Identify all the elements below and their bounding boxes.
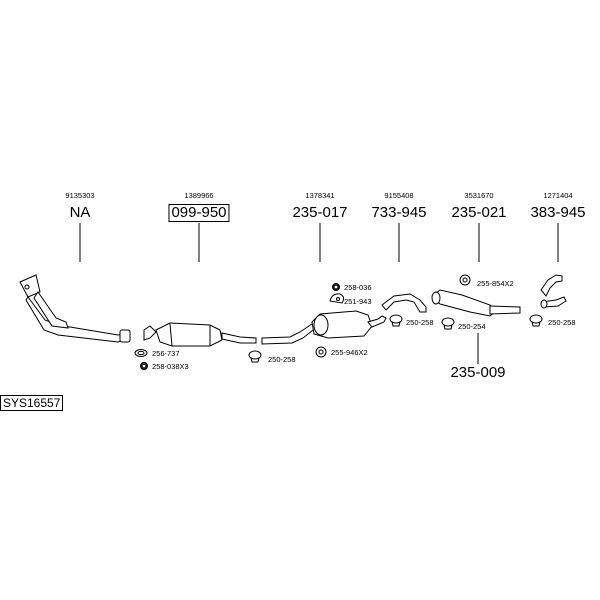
part-number-label[interactable]: 235-017	[292, 204, 348, 221]
oem-number: 1271404	[543, 191, 573, 200]
rubber-hanger-icon	[459, 274, 471, 286]
oem-number: 3531670	[464, 191, 494, 200]
fitting-label[interactable]: 250-254	[458, 322, 486, 331]
fitting-label[interactable]: 258-036	[344, 283, 372, 292]
part-number-label[interactable]: 235-021	[451, 204, 507, 221]
fitting-label[interactable]: 250-258	[268, 355, 296, 364]
fitting-label[interactable]: 255-854X2	[477, 279, 514, 288]
fitting-label[interactable]: 256-737	[152, 349, 180, 358]
system-id-label: SYS16557	[0, 395, 64, 411]
clamp-icon	[389, 314, 403, 327]
oem-number: 9135303	[65, 191, 95, 200]
part-number-label[interactable]: 235-009	[450, 364, 506, 381]
part-number-label[interactable]: 383-945	[530, 204, 586, 221]
oem-number: 9155408	[384, 191, 414, 200]
middle-silencer-drawing	[261, 310, 387, 345]
intermediate-pipe-drawing	[381, 293, 427, 313]
fitting-label[interactable]: 258-038X3	[152, 362, 189, 371]
part-number-label[interactable]: 733-945	[371, 204, 427, 221]
tail-pipe-drawing	[540, 274, 567, 309]
nut-icon	[332, 283, 340, 291]
oem-number: 1389966	[184, 191, 214, 200]
nut-icon	[140, 362, 148, 370]
bracket-icon	[329, 293, 345, 304]
fitting-label[interactable]: 255-946X2	[331, 348, 368, 357]
fitting-label[interactable]: 250-258	[406, 318, 434, 327]
rear-silencer-drawing	[431, 289, 521, 317]
part-number-label[interactable]: NA	[69, 204, 91, 221]
oem-number: 1378341	[305, 191, 335, 200]
gasket-ring-icon	[134, 349, 148, 357]
part-number-label-selected[interactable]: 099-950	[168, 204, 230, 222]
fitting-label[interactable]: 251-943	[344, 297, 372, 306]
fitting-label[interactable]: 250-258	[548, 318, 576, 327]
rubber-hanger-icon	[315, 346, 327, 358]
clamp-icon	[441, 317, 455, 330]
catalytic-converter-drawing	[143, 322, 257, 347]
front-pipe-drawing	[19, 274, 131, 343]
clamp-icon	[529, 314, 543, 327]
clamp-icon	[248, 350, 262, 363]
